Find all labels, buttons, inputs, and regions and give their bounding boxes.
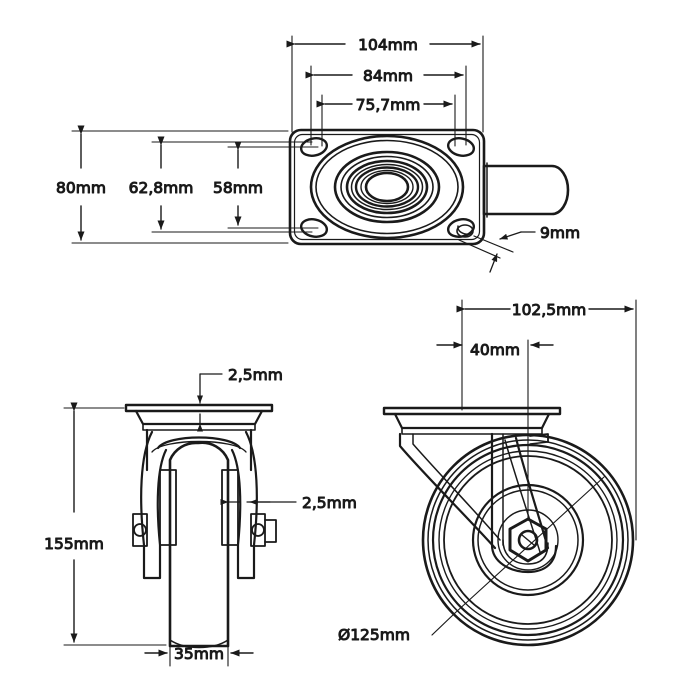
dim-label-35mm: 35mm: [174, 645, 224, 663]
dim-plate-thickness-25: 2,5mm: [197, 366, 283, 432]
side-view-wheel: 102,5mm 40mm Ø125mm: [338, 299, 637, 647]
front-mounting-plate: [124, 403, 274, 431]
dim-label-58mm: 58mm: [213, 179, 263, 197]
dim-label-102-5mm: 102,5mm: [512, 301, 587, 319]
front-fork: [132, 428, 277, 580]
dim-height-155: 155mm: [44, 402, 167, 646]
plate-inner-outline: [293, 133, 481, 241]
dim-wheel-width-35: 35mm: [144, 645, 254, 667]
dim-label-plate-thickness-2-5mm: 2,5mm: [228, 366, 283, 384]
dim-label-diameter-125mm: Ø125mm: [338, 626, 410, 644]
plate-outline: [288, 128, 486, 246]
dim-bolt-spacing-628: 62,8mm: [128, 136, 313, 233]
front-wheel-tread: [168, 441, 230, 649]
bolt-hole-bottom-left: [299, 218, 329, 238]
dim-label-62-8mm: 62,8mm: [129, 179, 194, 197]
axle-block: [482, 162, 570, 218]
dim-swivel-offset-40: 40mm: [436, 339, 554, 519]
dim-bolt-center-58: 58mm: [213, 141, 319, 229]
dim-label-155mm: 155mm: [44, 535, 104, 553]
dim-bolt-center-757: 75,7mm: [316, 94, 456, 147]
dim-tread-offset-25: 2,5mm: [220, 494, 357, 513]
dim-label-104mm: 104mm: [358, 36, 418, 54]
dim-bolt-spacing-84: 84mm: [305, 65, 467, 146]
swivel-bearing-rings: [309, 134, 465, 240]
dim-label-80mm: 80mm: [56, 179, 106, 197]
axle-hex-nut: [508, 517, 548, 563]
dim-label-9mm: 9mm: [540, 224, 580, 242]
bolt-hole-top-right: [446, 137, 476, 157]
top-view-plate: 104mm 84mm 75,7mm 80mm: [56, 35, 581, 273]
front-view-wheel: 155mm 2,5mm 2,5mm 35mm: [44, 366, 357, 667]
dim-label-84mm: 84mm: [363, 67, 413, 85]
dim-label-tread-offset-2-5mm: 2,5mm: [302, 494, 357, 512]
bolt-holes: [299, 137, 476, 238]
dim-wheel-diameter-125: Ø125mm: [338, 476, 605, 645]
dim-plate-length-104: 104mm: [286, 35, 484, 133]
dim-plate-width-80: 80mm: [56, 125, 289, 244]
dim-bolt-hole-9: 9mm: [458, 224, 581, 273]
side-mounting-plate: [382, 406, 562, 435]
bolt-hole-top-left: [299, 137, 329, 157]
dim-label-40mm: 40mm: [470, 341, 520, 359]
dim-length-1025: 102,5mm: [456, 299, 637, 541]
dim-label-75-7mm: 75,7mm: [356, 96, 421, 114]
